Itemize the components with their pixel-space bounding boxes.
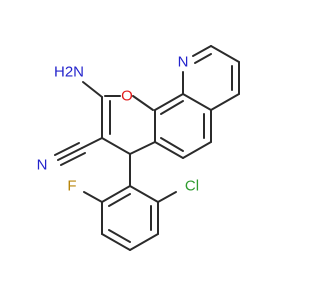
bond-o1-c9a xyxy=(132,95,154,111)
bond-aryl-4-5 xyxy=(101,233,131,251)
bond-aryl-3-4 xyxy=(129,233,159,251)
bond-c2-nh2 xyxy=(82,81,103,98)
bond-c9a-c10a-double xyxy=(160,100,184,115)
bond-c5-c4a-double xyxy=(160,137,184,152)
bond-c9a-c10a xyxy=(154,93,184,111)
bond-aryl-cl xyxy=(157,191,177,203)
chlorine-atom-label: Cl xyxy=(185,178,199,195)
bond-c4-c4a xyxy=(129,141,156,155)
bond-aryl-4-5-double xyxy=(108,229,131,243)
nitrile-nitrogen-label: N xyxy=(37,157,48,174)
bond-nitrile-triple-b xyxy=(54,142,80,156)
bond-n1-c2p xyxy=(192,45,212,57)
bond-aryl-1-2 xyxy=(129,185,159,203)
molecule-structure: H2N O N N F Cl xyxy=(37,45,240,251)
oxygen-atom-label: O xyxy=(121,88,133,105)
fluorine-atom-label: F xyxy=(67,178,76,195)
bonds xyxy=(54,45,240,251)
bond-n1-c2p-double xyxy=(194,53,212,64)
bond-aryl-f xyxy=(83,191,103,203)
bond-aryl-6-1-double xyxy=(108,193,131,207)
bond-c3-cn xyxy=(81,137,103,149)
amino-group-label: H2N xyxy=(54,64,84,81)
bond-c10a-c6a xyxy=(182,93,212,111)
bond-c5-c4a xyxy=(154,141,184,159)
atom-labels: H2N O N N F Cl xyxy=(37,54,200,195)
bond-aryl-6-1 xyxy=(101,185,131,203)
bond-c4p-c6a xyxy=(210,93,240,111)
bond-nitrile-triple-c xyxy=(60,152,86,166)
bond-c6-c5 xyxy=(182,141,212,159)
bond-c2p-c3p xyxy=(210,45,240,63)
bond-c3-c4 xyxy=(101,137,131,155)
pyridine-nitrogen-label: N xyxy=(178,54,189,71)
bond-nitrile-triple-a xyxy=(57,147,83,161)
